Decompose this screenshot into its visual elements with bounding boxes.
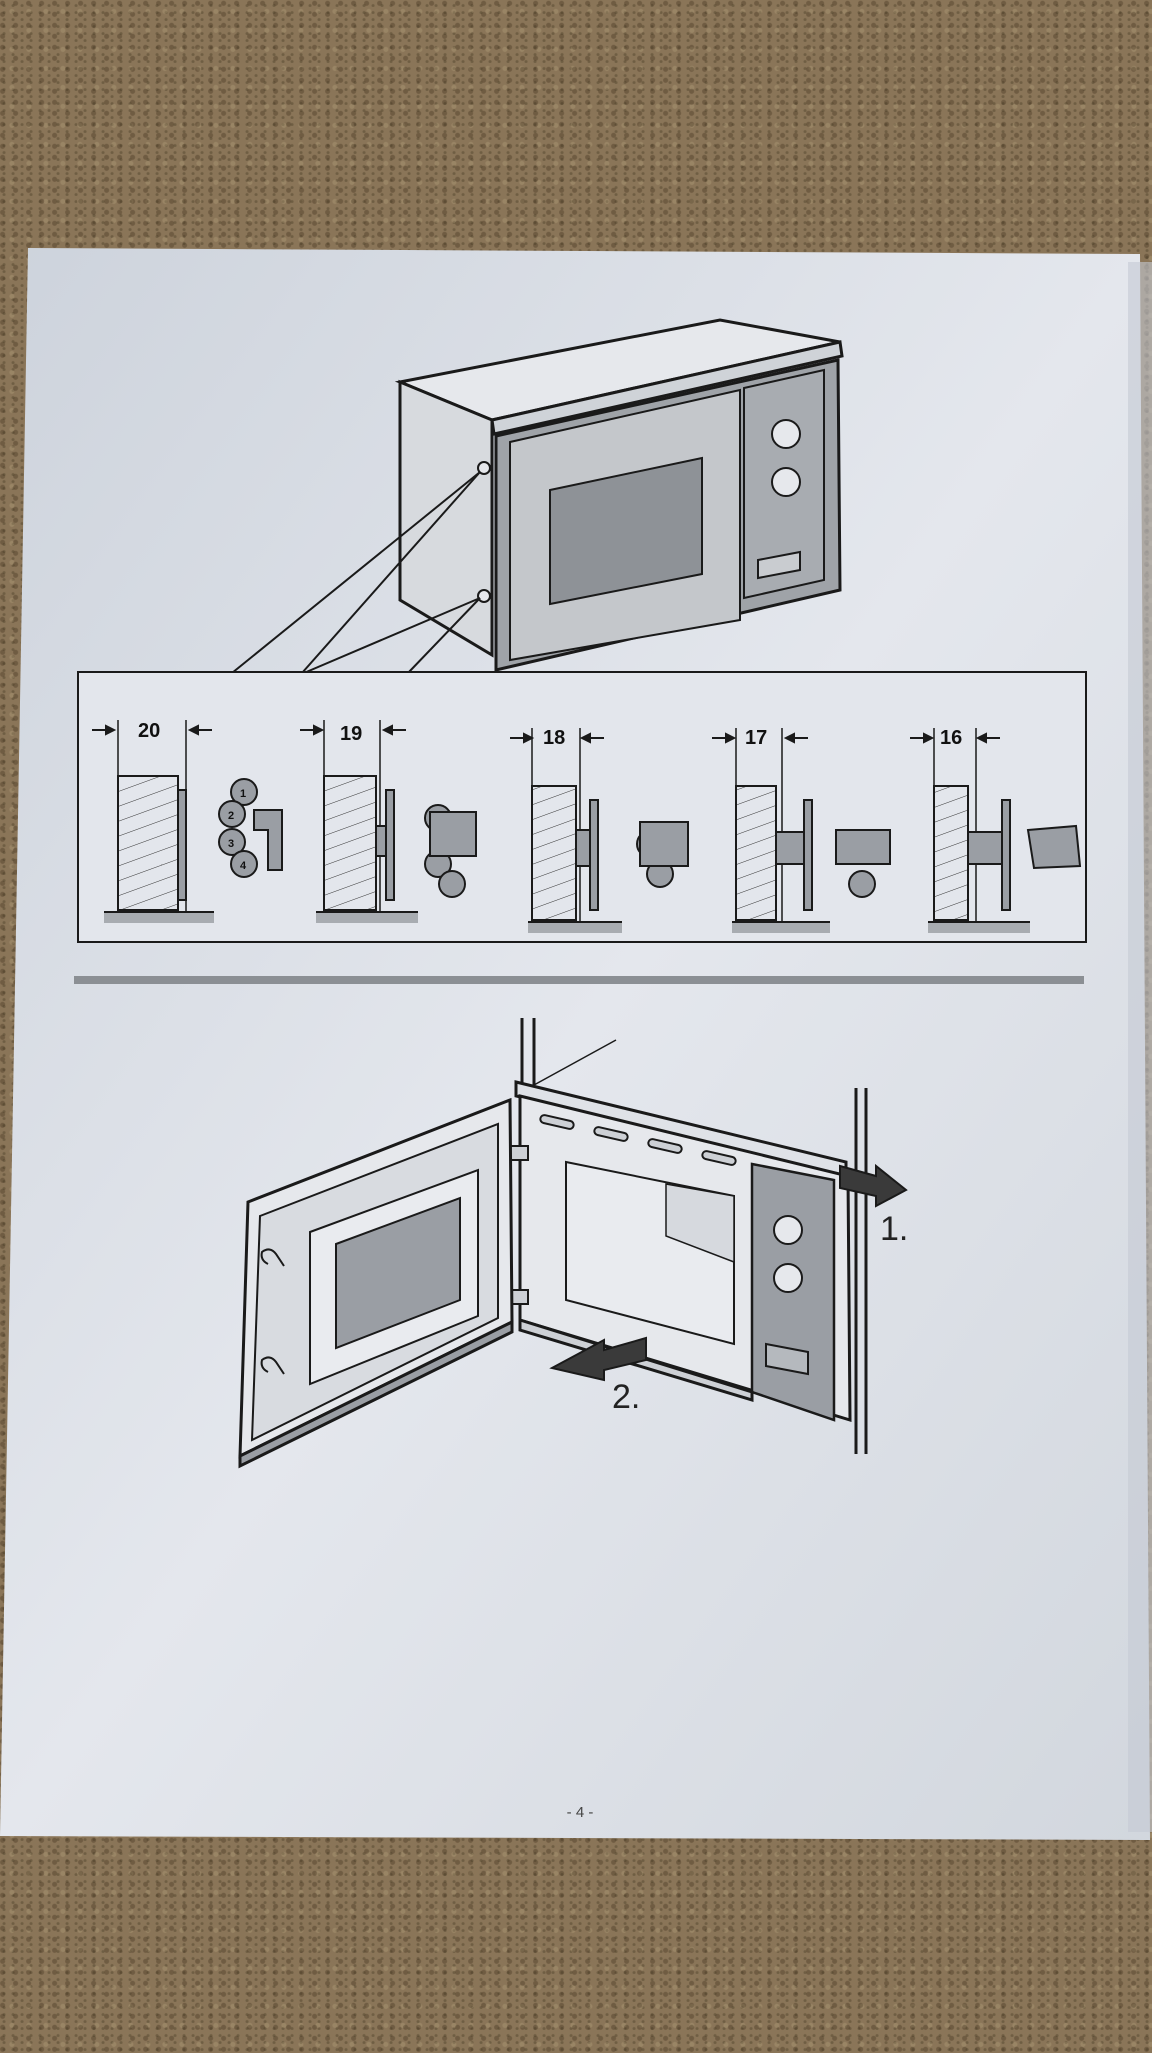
step-label-1: 1.: [880, 1210, 908, 1248]
spacer-panel: [77, 671, 1087, 943]
arrow-pull-out-icon: [839, 1163, 908, 1208]
clip-label-1: 1: [240, 788, 246, 800]
spacer-variant-18: [510, 728, 689, 933]
spacer-variant-17: [712, 728, 891, 933]
microwave-top-illustration: [394, 318, 844, 672]
spacer-variant-16: [910, 728, 1082, 933]
section-divider: [74, 976, 1084, 984]
width-label-17: 17: [745, 727, 767, 749]
width-label-16: 16: [940, 727, 962, 749]
step-label-2: 2.: [612, 1378, 640, 1416]
width-label-19: 19: [340, 723, 362, 745]
width-label-20: 20: [138, 720, 160, 742]
page-number: - 4 -: [566, 1804, 594, 1821]
microwave-door-open-illustration: [238, 1018, 868, 1469]
clip-label-2: 2: [228, 810, 234, 822]
callout-lines: [231, 471, 481, 674]
width-label-18: 18: [543, 727, 565, 749]
clip-label-4: 4: [240, 860, 247, 872]
spacer-variants: [92, 720, 1082, 933]
clip-label-3: 3: [228, 838, 234, 850]
spacer-variant-20: [92, 720, 283, 923]
arrow-push-in-icon: [549, 1336, 647, 1382]
spacer-variant-19: [300, 720, 477, 923]
